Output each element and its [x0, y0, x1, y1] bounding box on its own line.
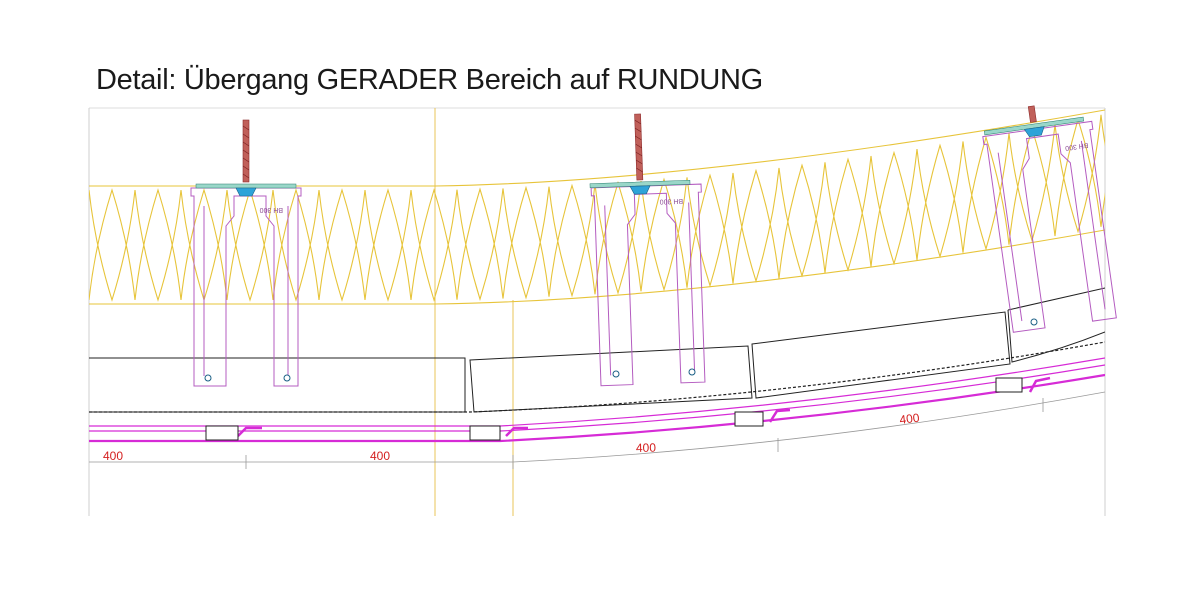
bracket-1	[190, 187, 302, 387]
screw-icon	[204, 374, 212, 382]
insulation-inner-edge	[89, 229, 1105, 305]
bracket-label: BH 300	[1064, 141, 1088, 151]
dimension-lines	[89, 391, 1105, 469]
panel-curve-2	[751, 311, 1011, 399]
cladding-panels	[89, 287, 1105, 413]
anchor-1	[195, 119, 297, 197]
insulation-pattern	[89, 114, 1105, 302]
bracket-3	[982, 120, 1117, 333]
anchor-2	[589, 113, 691, 195]
drawing-title: Detail: Übergang GERADER Bereich auf RUN…	[96, 64, 763, 96]
dimension-label: 400	[370, 449, 390, 463]
insulation-layer	[89, 109, 1105, 305]
dimension-label: 400	[636, 441, 657, 455]
rail-line-top	[89, 357, 1105, 427]
axis-lines	[434, 108, 514, 516]
rail-clips	[237, 376, 1051, 437]
washer-icon	[629, 185, 651, 195]
bracket-2	[590, 183, 706, 387]
panel-joints	[205, 377, 1023, 441]
panel-backline	[89, 341, 1105, 413]
anchor-3	[983, 105, 1085, 138]
washer-icon	[235, 187, 257, 197]
panel-curve-1	[469, 345, 753, 413]
dimension-label: 400	[103, 449, 123, 463]
bracket-label: BH 300	[659, 197, 683, 205]
insulation-outer-edge	[89, 109, 1105, 187]
panel-straight-left	[89, 357, 466, 413]
screw-icon	[612, 370, 620, 378]
screw-icon	[1030, 318, 1038, 326]
dimension-label: 400	[899, 411, 921, 427]
screw-icon	[688, 368, 696, 376]
rail-system	[89, 357, 1105, 443]
washer-icon	[1023, 126, 1045, 138]
drawing-frame	[88, 107, 1106, 516]
screw-icon	[283, 374, 291, 382]
screw-heads	[204, 318, 1038, 382]
bracket-label: BH 300	[260, 206, 283, 213]
